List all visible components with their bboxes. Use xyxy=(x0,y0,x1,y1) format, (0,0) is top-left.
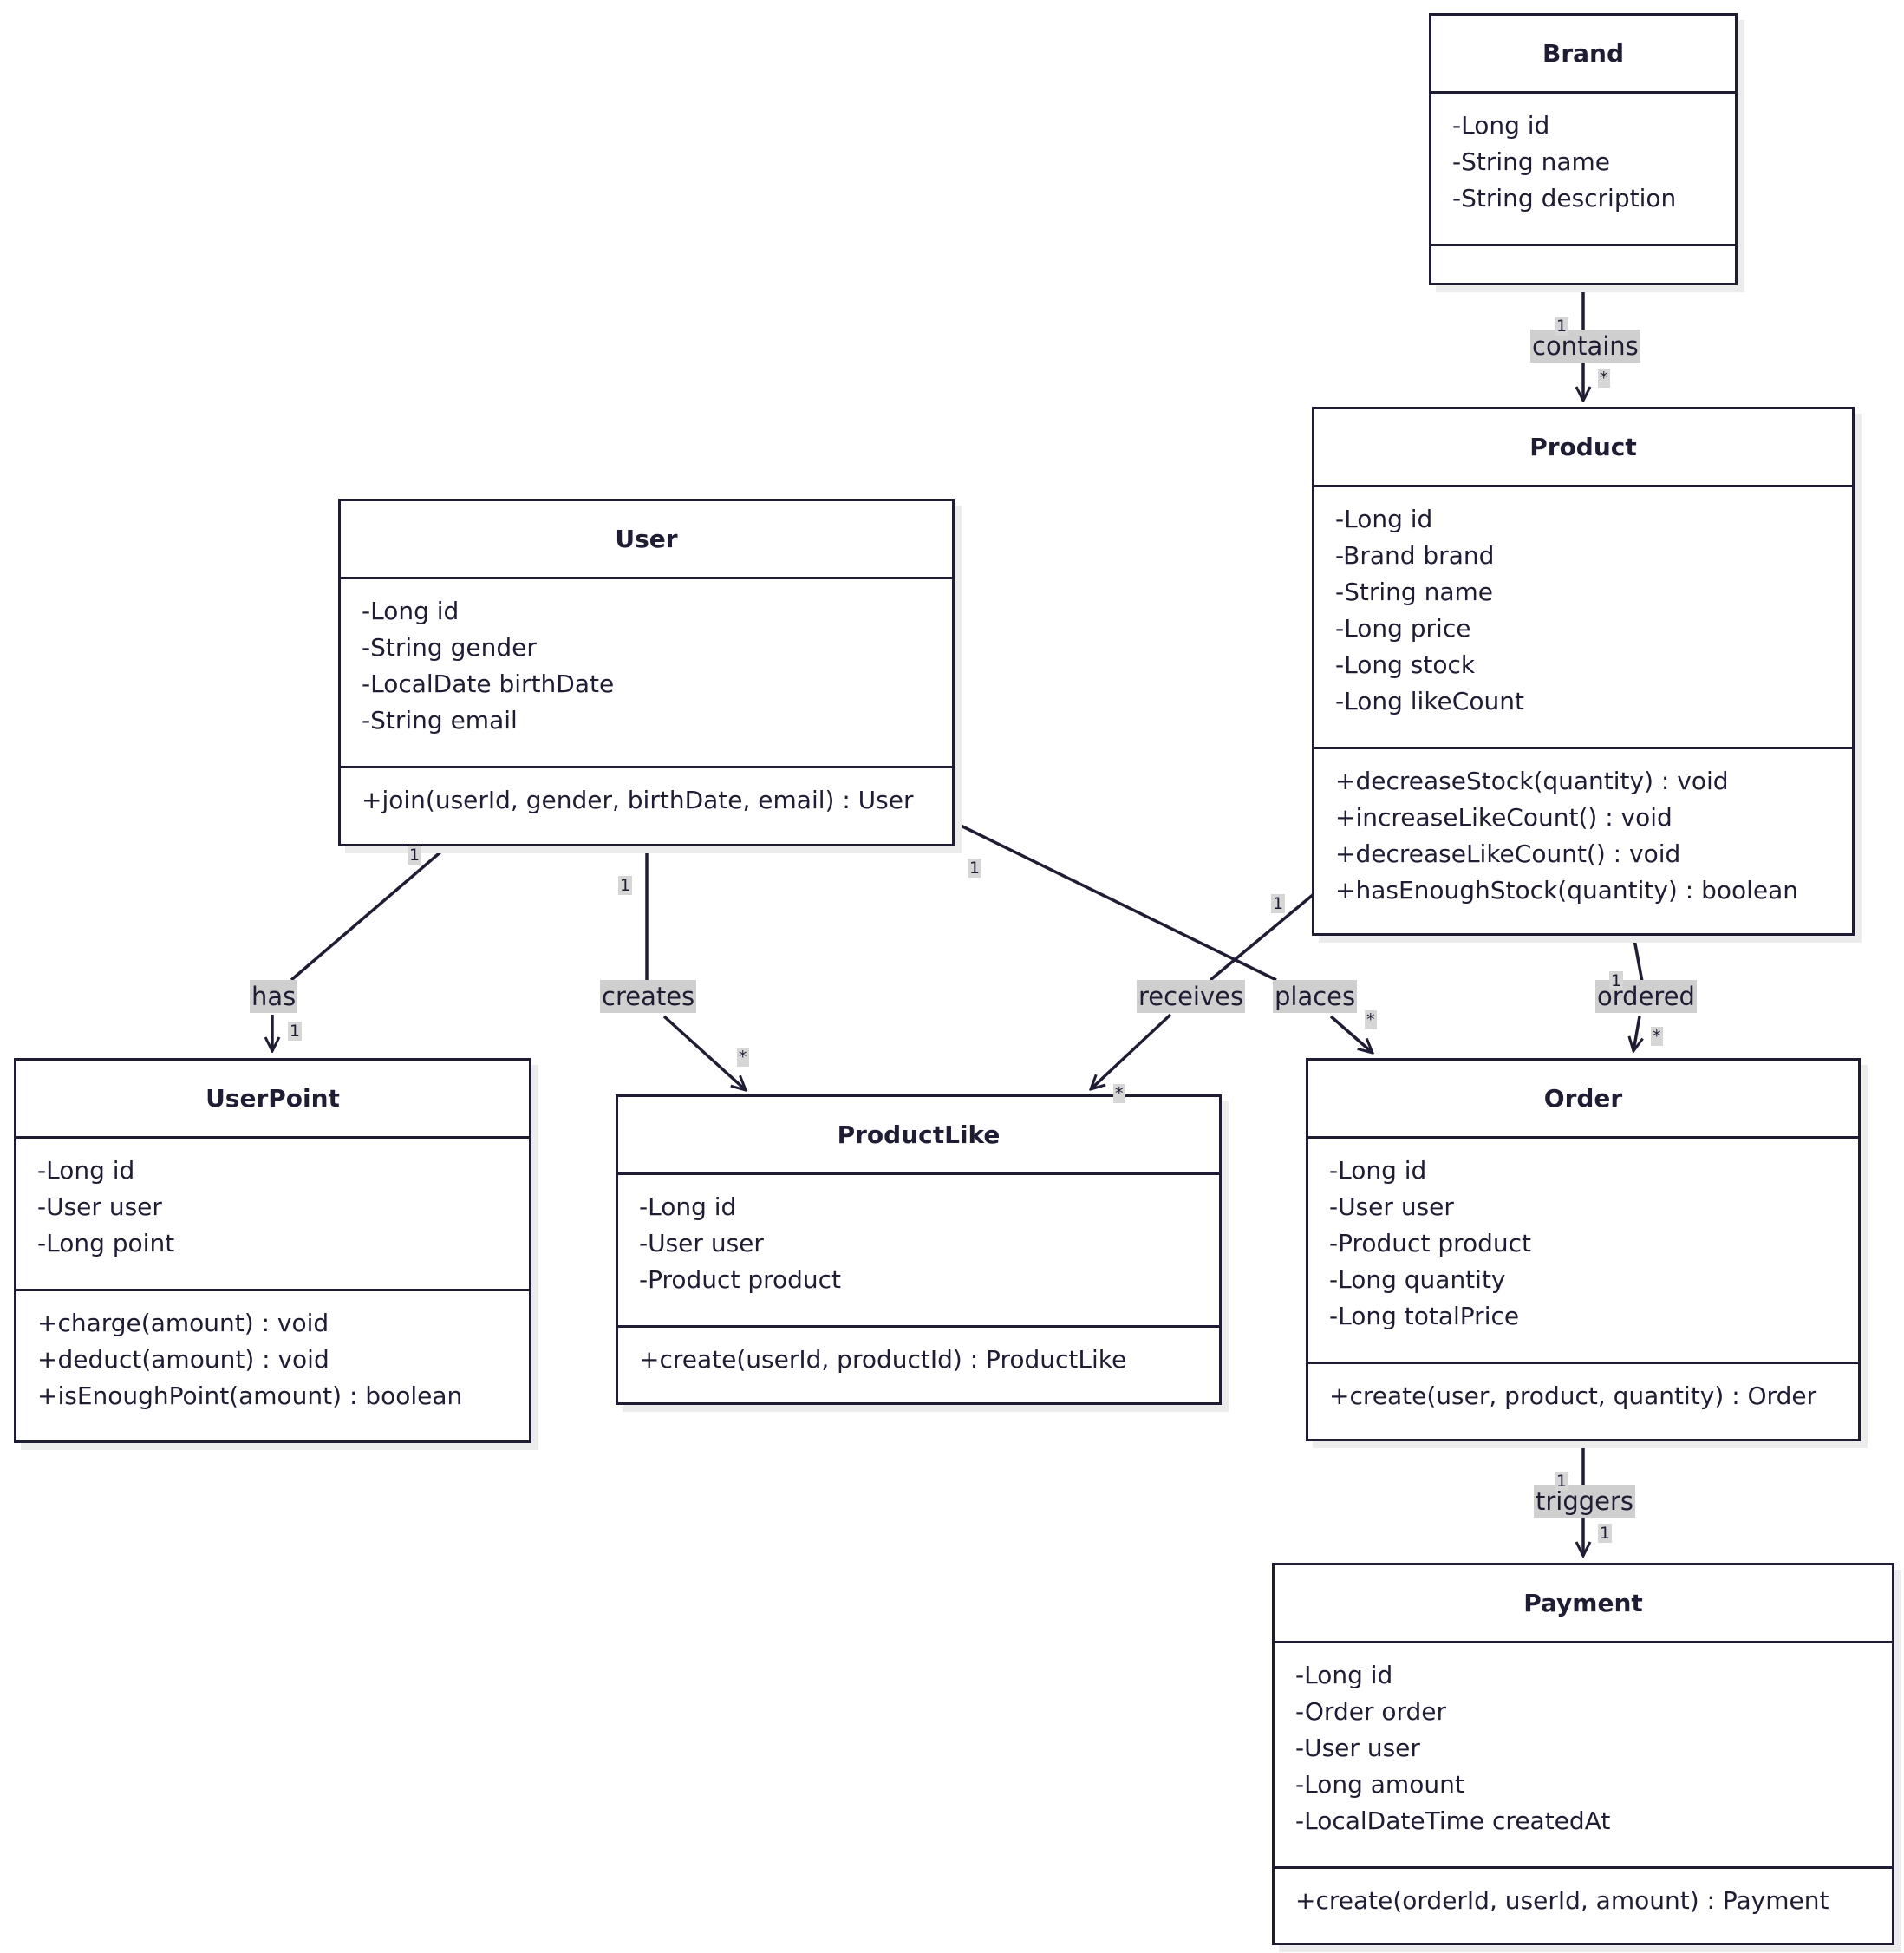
attribute: -Long id xyxy=(1329,1156,1427,1185)
relation-label-places: places xyxy=(1273,980,1358,1013)
class-productlike-attributes: -Long id -User user -Product product xyxy=(618,1175,1219,1328)
class-productlike-name: ProductLike xyxy=(618,1097,1219,1175)
class-user-methods: +join(userId, gender, birthDate, email) … xyxy=(341,768,952,831)
class-userpoint-attributes: -Long id -User user -Long point xyxy=(16,1139,529,1291)
multiplicity-contains-from: 1 xyxy=(1555,317,1569,336)
edge-receives-tail xyxy=(1091,1013,1172,1089)
class-payment-attributes: -Long id -Order order -User user -Long a… xyxy=(1275,1643,1892,1869)
multiplicity-triggers-to: 1 xyxy=(1598,1524,1613,1543)
attribute: -Long totalPrice xyxy=(1329,1302,1520,1330)
class-user-attributes: -Long id -String gender -LocalDate birth… xyxy=(341,579,952,768)
edge-ordered-tail xyxy=(1633,1016,1640,1051)
attribute: -Long id xyxy=(362,597,460,625)
attribute: -User user xyxy=(1295,1734,1420,1762)
method: +decreaseStock(quantity) : void xyxy=(1335,767,1729,795)
attribute: -Long price xyxy=(1335,614,1471,643)
attribute: -User user xyxy=(1329,1192,1454,1221)
multiplicity-ordered-to: * xyxy=(1651,1027,1663,1046)
multiplicity-has-to: 1 xyxy=(288,1022,303,1041)
class-productlike[interactable]: ProductLike -Long id -User user -Product… xyxy=(616,1094,1222,1405)
class-product-name: Product xyxy=(1314,409,1852,487)
method: +create(userId, productId) : ProductLike xyxy=(639,1345,1127,1374)
relation-label-creates: creates xyxy=(600,980,697,1013)
attribute: -Long stock xyxy=(1335,650,1476,679)
class-product[interactable]: Product -Long id -Brand brand -String na… xyxy=(1312,407,1855,936)
attribute: -Long point xyxy=(37,1229,175,1257)
multiplicity-places-from: 1 xyxy=(968,859,982,878)
method: +hasEnoughStock(quantity) : boolean xyxy=(1335,876,1799,905)
relation-label-has: has xyxy=(250,980,298,1013)
attribute: -Long id xyxy=(37,1156,135,1185)
multiplicity-triggers-from: 1 xyxy=(1555,1472,1569,1491)
class-payment-methods: +create(orderId, userId, amount) : Payme… xyxy=(1275,1869,1892,1931)
attribute: -String gender xyxy=(362,633,537,662)
relation-label-ordered: ordered xyxy=(1595,980,1697,1013)
multiplicity-places-to: * xyxy=(1365,1010,1377,1029)
attribute: -LocalDate birthDate xyxy=(362,670,615,698)
class-user[interactable]: User -Long id -String gender -LocalDate … xyxy=(338,499,955,846)
class-userpoint[interactable]: UserPoint -Long id -User user -Long poin… xyxy=(14,1058,531,1443)
attribute: -LocalDateTime createdAt xyxy=(1295,1806,1611,1835)
attribute: -String name xyxy=(1452,147,1610,176)
edge-has xyxy=(290,844,450,982)
edge-places-tail xyxy=(1329,1015,1373,1053)
edge-places xyxy=(953,820,1277,982)
class-product-methods: +decreaseStock(quantity) : void +increas… xyxy=(1314,749,1852,921)
multiplicity-has-from: 1 xyxy=(408,846,422,865)
edge-creates-tail xyxy=(662,1015,746,1090)
method: +charge(amount) : void xyxy=(37,1309,329,1337)
edge-ordered xyxy=(1632,934,1644,983)
attribute: -Order order xyxy=(1295,1697,1447,1726)
multiplicity-contains-to: * xyxy=(1598,369,1610,388)
method: +decreaseLikeCount() : void xyxy=(1335,839,1681,868)
class-order[interactable]: Order -Long id -User user -Product produ… xyxy=(1306,1058,1861,1441)
class-order-attributes: -Long id -User user -Product product -Lo… xyxy=(1308,1139,1858,1364)
class-payment[interactable]: Payment -Long id -Order order -User user… xyxy=(1272,1563,1894,1945)
attribute: -Product product xyxy=(1329,1229,1532,1257)
attribute: -String description xyxy=(1452,184,1677,212)
relation-label-triggers: triggers xyxy=(1534,1485,1636,1518)
class-order-methods: +create(user, product, quantity) : Order xyxy=(1308,1364,1858,1427)
class-brand-name: Brand xyxy=(1431,16,1735,94)
attribute: -Long id xyxy=(1295,1661,1393,1689)
relation-label-contains: contains xyxy=(1530,330,1640,363)
method: +isEnoughPoint(amount) : boolean xyxy=(37,1381,463,1410)
attribute: -Product product xyxy=(639,1265,842,1294)
multiplicity-receives-to: * xyxy=(1113,1084,1125,1103)
method: +deduct(amount) : void xyxy=(37,1345,329,1374)
multiplicity-creates-from: 1 xyxy=(618,876,633,895)
class-userpoint-methods: +charge(amount) : void +deduct(amount) :… xyxy=(16,1291,529,1427)
class-brand-methods xyxy=(1431,246,1735,272)
attribute: -User user xyxy=(639,1229,764,1257)
attribute: -String email xyxy=(362,706,518,735)
attribute: -Long id xyxy=(1452,111,1550,140)
class-brand-attributes: -Long id -String name -String descriptio… xyxy=(1431,94,1735,246)
class-productlike-methods: +create(userId, productId) : ProductLike xyxy=(618,1328,1219,1390)
class-user-name: User xyxy=(341,501,952,579)
attribute: -Brand brand xyxy=(1335,541,1495,570)
attribute: -Long id xyxy=(1335,505,1433,533)
method: +create(orderId, userId, amount) : Payme… xyxy=(1295,1886,1829,1915)
method: +join(userId, gender, birthDate, email) … xyxy=(362,786,914,814)
attribute: -String name xyxy=(1335,578,1493,606)
multiplicity-receives-from: 1 xyxy=(1271,894,1286,913)
attribute: -Long likeCount xyxy=(1335,687,1524,715)
method: +increaseLikeCount() : void xyxy=(1335,803,1673,832)
class-brand[interactable]: Brand -Long id -String name -String desc… xyxy=(1429,13,1738,285)
method: +create(user, product, quantity) : Order xyxy=(1329,1381,1817,1410)
multiplicity-creates-to: * xyxy=(737,1048,749,1067)
attribute: -Long amount xyxy=(1295,1770,1464,1799)
class-order-name: Order xyxy=(1308,1061,1858,1139)
attribute: -Long quantity xyxy=(1329,1265,1506,1294)
multiplicity-ordered-from: 1 xyxy=(1609,971,1624,990)
attribute: -Long id xyxy=(639,1192,737,1221)
class-payment-name: Payment xyxy=(1275,1565,1892,1643)
class-product-attributes: -Long id -Brand brand -String name -Long… xyxy=(1314,487,1852,749)
class-userpoint-name: UserPoint xyxy=(16,1061,529,1139)
relation-label-receives: receives xyxy=(1137,980,1246,1013)
edge-receives xyxy=(1209,893,1314,982)
attribute: -User user xyxy=(37,1192,162,1221)
